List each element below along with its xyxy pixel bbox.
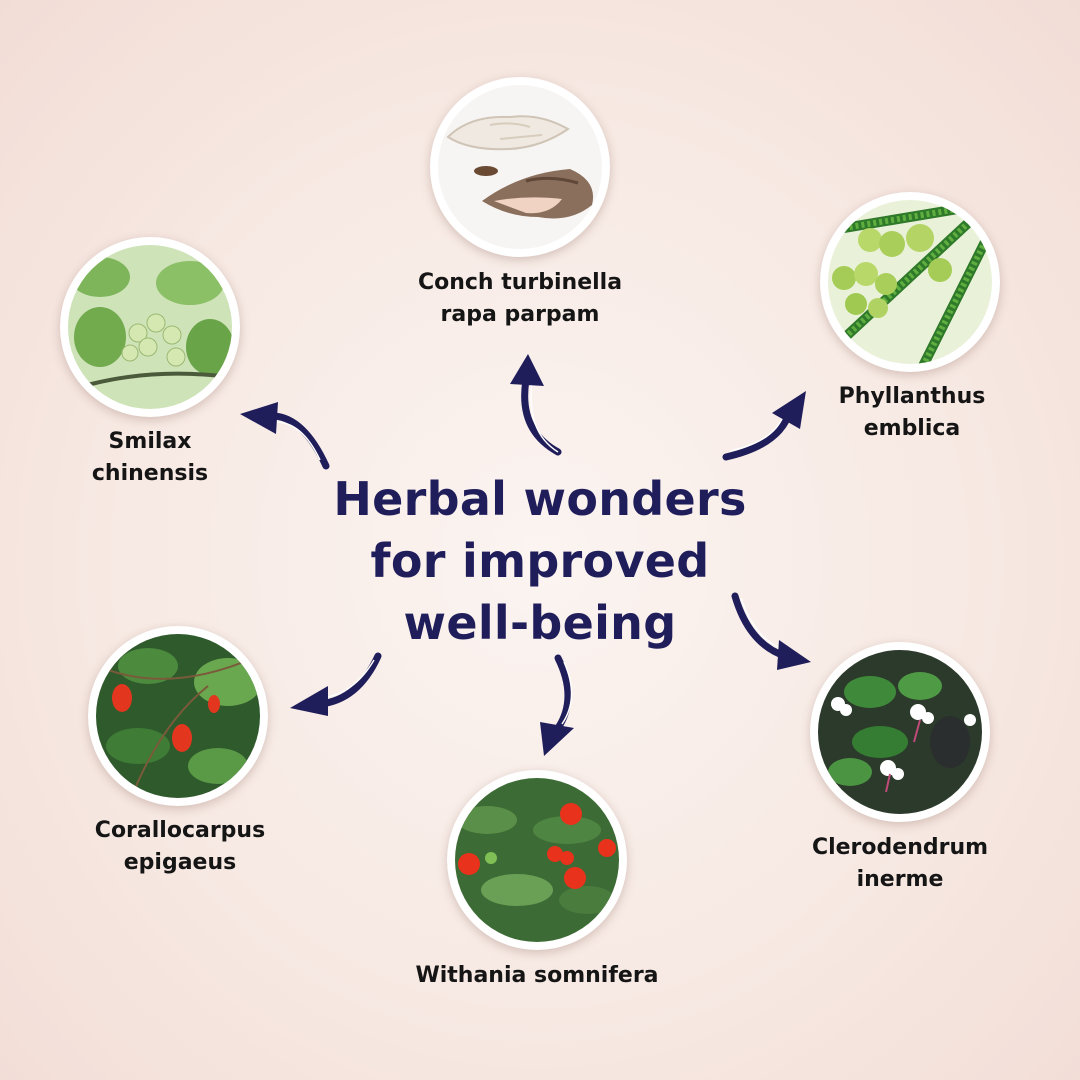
- amla-fruit-image: [820, 192, 1000, 372]
- arrow-to-clerodendrum-icon: [731, 592, 811, 670]
- green-berries-image: [60, 237, 240, 417]
- arrow-to-withania-icon: [540, 654, 574, 756]
- headline: Herbal wonders for improved well-being: [290, 468, 790, 654]
- label-smilax-chinensis: Smilax chinensis: [91, 429, 209, 486]
- label-corallocarpus-epigaeus: Corallocarpus epigaeus: [94, 818, 266, 875]
- red-fruit-vine-image: [88, 626, 268, 806]
- label-withania-somnifera: Withania somnifera: [415, 963, 659, 988]
- label-clerodendrum-inerme: Clerodendrum inerme: [811, 835, 989, 892]
- headline-line-3: well-being: [403, 596, 677, 650]
- conch-shell-image: [430, 77, 610, 257]
- arrow-to-smilax-icon: [240, 402, 330, 470]
- label-phyllanthus-emblica: Phyllanthus emblica: [838, 384, 986, 441]
- red-berry-plant-image: [447, 770, 627, 950]
- label-conch-turbinella: Conch turbinella rapa parpam: [417, 270, 623, 327]
- arrow-to-conch-icon: [510, 354, 562, 456]
- white-flower-image: [810, 642, 990, 822]
- headline-line-1: Herbal wonders: [333, 472, 747, 526]
- headline-line-2: for improved: [370, 534, 710, 588]
- arrow-to-corallocarpus-icon: [290, 652, 382, 716]
- arrow-to-phyllanthus-icon: [722, 391, 806, 461]
